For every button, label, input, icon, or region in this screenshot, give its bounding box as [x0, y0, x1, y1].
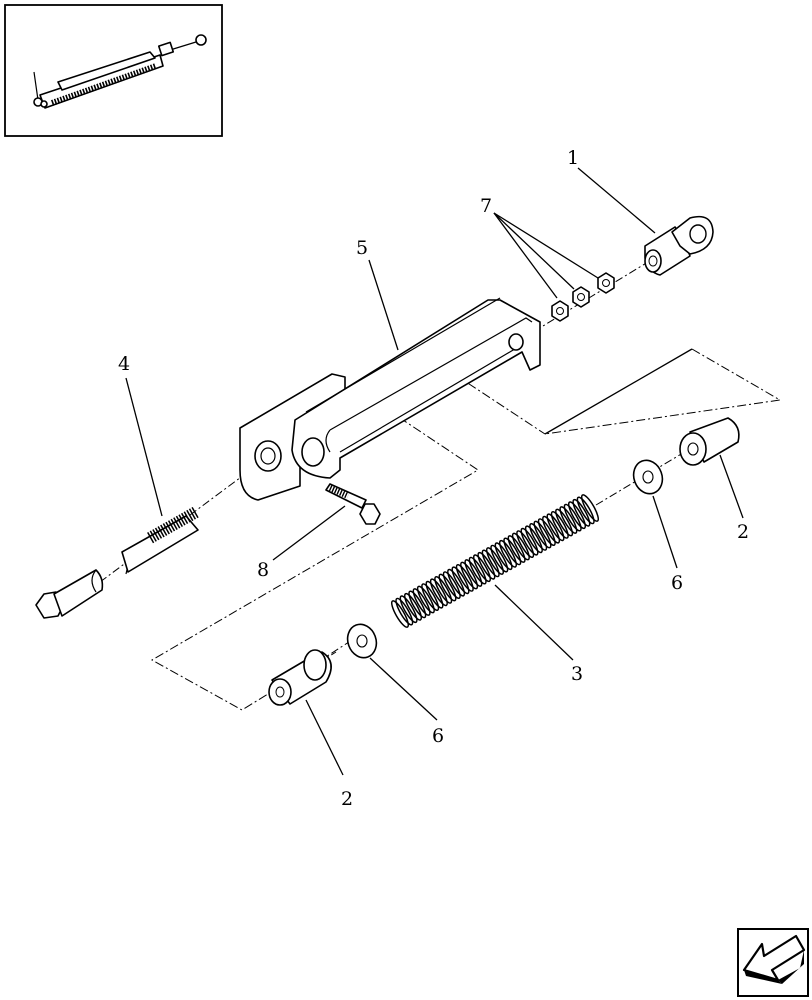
- bracket-part-5: [239, 297, 541, 501]
- spring-part-3: [390, 494, 600, 628]
- spring-coil: [472, 554, 492, 583]
- phantom-outline-upper: [150, 348, 782, 711]
- spring-coil: [494, 542, 513, 571]
- long-bolt-part-4: [35, 506, 199, 619]
- spring-coil: [550, 511, 569, 539]
- spring-coil: [490, 544, 509, 573]
- spring-coil: [464, 559, 483, 587]
- spring-coil: [559, 506, 578, 534]
- spring-coil: [403, 592, 423, 621]
- spring-coil: [511, 532, 530, 561]
- spring-coil: [390, 600, 410, 628]
- spring-coil: [529, 523, 548, 551]
- spring-coil: [498, 539, 518, 568]
- callout-8: 8: [257, 559, 269, 581]
- bushing-part-2-upper: [679, 417, 740, 466]
- callout-6-upper: 6: [671, 572, 683, 594]
- spring-coil: [399, 595, 418, 624]
- hex-nuts-part-7: [551, 272, 615, 322]
- spring-coil: [442, 571, 461, 599]
- spring-coil: [408, 590, 427, 619]
- center-lines: [99, 261, 689, 663]
- spring-coil: [460, 561, 479, 590]
- spring-coil: [425, 580, 444, 609]
- callout-7: 7: [480, 195, 492, 217]
- spring-coil: [395, 597, 414, 626]
- previous-page-arrow-icon[interactable]: [737, 928, 809, 997]
- spring-coil: [563, 503, 582, 532]
- bushing-part-2-lower: [268, 649, 332, 706]
- spring-coil: [451, 566, 470, 595]
- spring-coil: [416, 585, 435, 614]
- callout-6-lower: 6: [432, 725, 444, 747]
- washer-part-6-upper: [632, 459, 664, 495]
- callout-2-upper: 2: [737, 521, 749, 543]
- callout-labels: 1 2 2 3 4 5 6 6 7 8: [118, 147, 749, 810]
- spring-coil: [542, 515, 561, 544]
- spring-coil: [537, 518, 556, 546]
- spring-coil: [572, 498, 591, 527]
- spring-coil: [580, 494, 600, 522]
- spring-coil: [503, 537, 522, 566]
- spring-coil: [421, 583, 440, 611]
- spring-coil: [567, 501, 587, 530]
- short-bolt-part-8: [325, 483, 381, 525]
- leader-lines: [125, 167, 744, 776]
- spring-coil: [520, 527, 539, 556]
- spring-coil: [468, 556, 487, 585]
- washer-part-6-lower: [346, 623, 378, 659]
- rod-end-part-1: [644, 215, 714, 276]
- callout-3: 3: [571, 663, 583, 685]
- spring-coil: [524, 525, 543, 554]
- spring-coil: [477, 551, 496, 580]
- spring-coil: [533, 520, 552, 549]
- callout-1: 1: [567, 147, 579, 169]
- spring-coil: [412, 588, 431, 616]
- spring-coil: [434, 576, 453, 604]
- spring-coil: [507, 535, 526, 563]
- callout-5: 5: [356, 237, 368, 259]
- callout-2-lower: 2: [341, 788, 353, 810]
- spring-coil: [546, 513, 565, 542]
- spring-coil: [485, 547, 505, 575]
- spring-coil: [429, 578, 448, 607]
- spring-coil: [481, 549, 500, 578]
- spring-coil: [438, 573, 457, 602]
- spring-coil: [576, 496, 595, 525]
- callout-4: 4: [118, 353, 130, 375]
- spring-coil: [455, 564, 474, 592]
- spring-coil: [555, 508, 574, 537]
- spring-coil: [516, 530, 535, 558]
- spring-coil: [447, 568, 466, 597]
- assembly-thumbnail-icon: [4, 4, 223, 137]
